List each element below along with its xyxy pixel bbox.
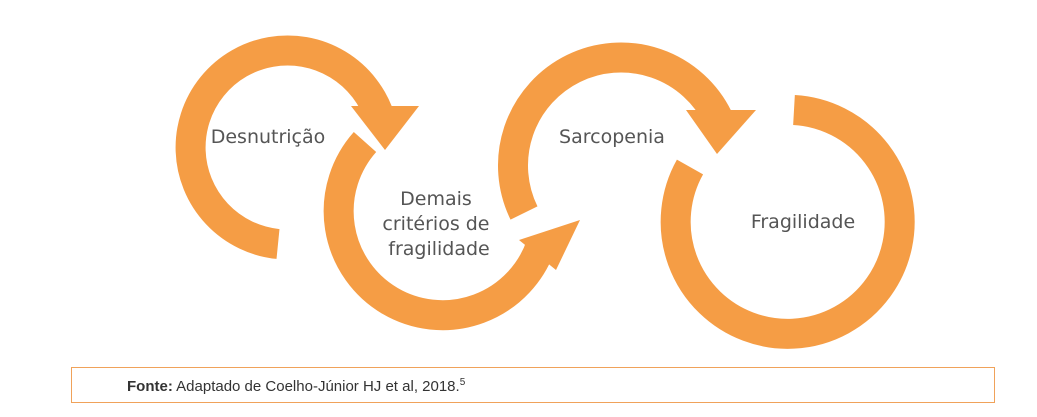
cycle-diagram: Desnutrição Demais critérios de fragilid… bbox=[175, 35, 915, 349]
arc-desnutricao bbox=[175, 35, 395, 259]
source-citation: Fonte: Adaptado de Coelho-Júnior HJ et a… bbox=[127, 377, 465, 395]
node-label-demais: Demais critérios de fragilidade bbox=[382, 188, 495, 260]
arrow-head-demais bbox=[519, 220, 580, 270]
arrow-head-sarcopenia bbox=[686, 110, 756, 154]
node-label-sarcopenia: Sarcopenia bbox=[559, 126, 665, 148]
node-label-desnutricao: Desnutrição bbox=[211, 126, 326, 148]
source-box: Fonte: Adaptado de Coelho-Júnior HJ et a… bbox=[71, 367, 995, 403]
node-label-fragilidade: Fragilidade bbox=[751, 211, 855, 233]
arrow-head-desnutricao bbox=[351, 106, 419, 150]
source-text: Adaptado de Coelho-Júnior HJ et al, 2018… bbox=[172, 378, 460, 395]
source-ref: 5 bbox=[459, 377, 466, 388]
arc-fragilidade bbox=[660, 95, 915, 349]
arc-demais bbox=[323, 132, 556, 331]
arc-sarcopenia bbox=[498, 42, 732, 220]
source-label: Fonte: bbox=[127, 378, 173, 395]
